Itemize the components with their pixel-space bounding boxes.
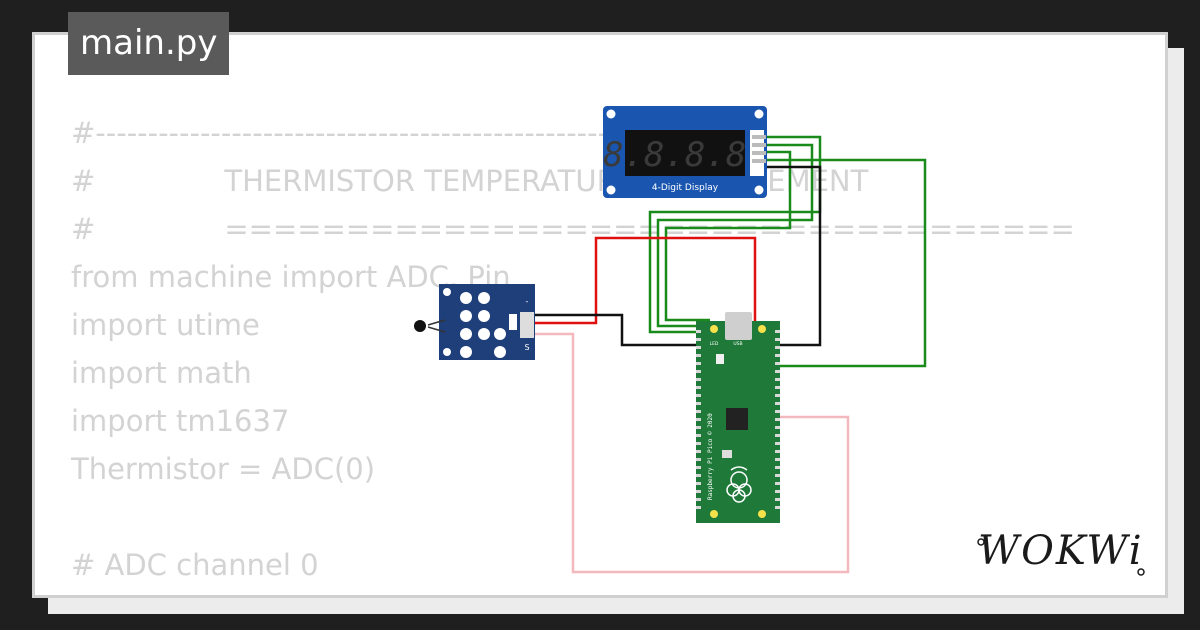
- four-digit-display[interactable]: 8.8.8.8. 4-Digit Display: [603, 106, 767, 198]
- code-line: from machine import ADC, Pin: [71, 260, 511, 294]
- brand-logo-decoration: [977, 538, 1145, 576]
- display-label: 4-Digit Display: [652, 183, 719, 193]
- thermistor-module[interactable]: S -: [414, 284, 535, 360]
- raspberry-pi-pico[interactable]: LED USB Raspberry Pi Pico © 2020: [696, 312, 780, 523]
- wire-black[interactable]: [535, 313, 705, 347]
- wire-green[interactable]: [765, 158, 927, 368]
- wokwi-logo[interactable]: WOKWi: [978, 528, 1144, 574]
- sensor-pin-label-s: S: [524, 343, 529, 352]
- wire-green[interactable]: [648, 135, 822, 334]
- code-line: import utime: [71, 308, 260, 342]
- file-title-tab[interactable]: main.py: [68, 12, 230, 75]
- raspberry-logo-icon: [726, 466, 752, 503]
- wire-green[interactable]: [664, 150, 792, 322]
- code-line: import math: [71, 356, 252, 390]
- pico-usb-label: USB: [733, 341, 742, 347]
- pico-pin-header: [696, 330, 780, 509]
- wire-pink[interactable]: [535, 332, 850, 574]
- display-digits: 8.8.8.8.: [603, 135, 767, 175]
- pico-board-text: Raspberry Pi Pico © 2020: [707, 413, 714, 500]
- sensor-pin-label-minus: -: [526, 297, 529, 306]
- code-line: Thermistor = ADC(0): [71, 452, 376, 486]
- thermistor-bead: [414, 320, 426, 332]
- wire-black[interactable]: [765, 165, 822, 347]
- pico-led-label: LED: [710, 341, 719, 347]
- code-line: # ADC channel 0: [71, 548, 319, 582]
- wire-green[interactable]: [656, 143, 814, 328]
- code-line: import tm1637: [71, 404, 290, 438]
